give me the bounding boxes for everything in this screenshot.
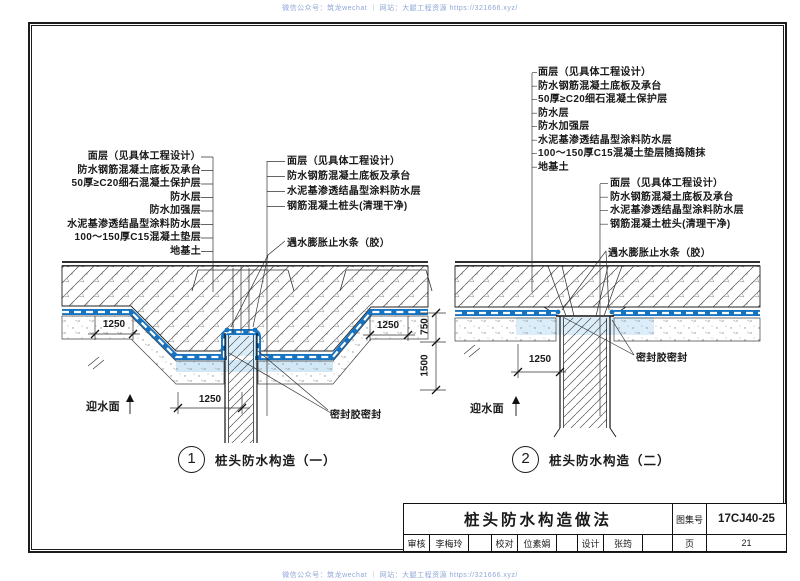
page-label: 页 — [673, 535, 707, 551]
detail2-number-bubble: 2 — [512, 446, 539, 473]
detail2-drawing — [454, 72, 761, 438]
page-number: 21 — [741, 538, 752, 548]
detail2-waterstop-label: 遇水膨胀止水条（胶） — [608, 248, 711, 259]
watermark-bottom: 微信公众号：筑龙wechat ｜ 网站：大腿工程资源 https://32166… — [282, 572, 518, 579]
layer-label: 面层（见具体工程设计） — [538, 67, 652, 78]
layer-label: 防水钢筋混凝土底板及承台 — [287, 171, 411, 182]
empty-cell — [557, 535, 578, 551]
layer-label: 水泥基渗透结晶型涂料防水层 — [287, 186, 421, 197]
layer-label: 防水加强层 — [538, 121, 590, 132]
layer-label: 防水层 — [538, 107, 569, 119]
detail2-pile — [564, 318, 607, 428]
layer-label: 钢筋混凝土桩头(清理干净) — [287, 201, 408, 212]
review-name: 李梅玲 — [430, 535, 469, 551]
review-label: 审核 — [404, 535, 430, 551]
title-block-row2: 审核 李梅玲 校对 位素娟 设计 张筠 页 21 — [404, 534, 786, 551]
dim-1250: 1250 — [528, 354, 552, 365]
layer-label: 水泥基渗透结晶型涂料防水层 — [538, 134, 672, 146]
detail2-layer-label-list: 面层（见具体工程设计） 防水钢筋混凝土底板及承台 50厚≥C20细石混凝土保护层… — [538, 66, 706, 174]
layer-label: 钢筋混凝土桩头(清理干净) — [610, 218, 731, 230]
detail1-caption: 1 桩头防水构造（一） — [178, 446, 337, 473]
detail1-pile-label-list: 面层（见具体工程设计） 防水钢筋混凝土底板及承台 水泥基渗透结晶型涂料防水层 钢… — [287, 154, 421, 214]
layer-label: 50厚≥C20细石混凝土保护层 — [71, 178, 201, 189]
design-name: 张筠 — [604, 535, 643, 551]
detail1-number-bubble: 1 — [178, 446, 205, 473]
detail2-waterstop-right — [609, 309, 615, 315]
watermark-top: 微信公众号：筑龙wechat ｜ 网站：大腿工程资源 https://32166… — [282, 5, 518, 12]
detail1-caption-title: 桩头防水构造（一） — [215, 454, 337, 468]
detail1-waterstop-label: 遇水膨胀止水条（胶） — [287, 238, 390, 249]
title-block: 桩头防水构造做法 图集号 17CJ40-25 审核 李梅玲 校对 位素娟 设计 … — [403, 503, 787, 552]
layer-label: 面层（见具体工程设计） — [287, 156, 401, 167]
layer-label: 地基土 — [170, 245, 201, 257]
detail2-pile-label-list: 面层（见具体工程设计） 防水钢筋混凝土底板及承台 水泥基渗透结晶型涂料防水层 钢… — [610, 177, 744, 231]
design-label: 设计 — [578, 535, 604, 551]
layer-label: 防水层 — [170, 191, 201, 203]
proof-name: 位素娟 — [518, 535, 557, 551]
detail2-water-face-label: 迎水面 — [470, 403, 504, 415]
layer-label: 防水钢筋混凝土底板及承台 — [77, 164, 201, 176]
sheet-title: 桩头防水构造做法 — [463, 512, 612, 529]
detail1-pile — [229, 336, 253, 443]
layer-label: 地基土 — [538, 161, 569, 173]
empty-cell — [643, 535, 673, 551]
layer-label: 面层（见具体工程设计） — [610, 178, 724, 189]
layer-label: 水泥基渗透结晶型涂料防水层 — [67, 218, 201, 230]
detail2-sealant-label: 密封胶密封 — [636, 353, 688, 364]
dim-750: 750 — [419, 318, 431, 335]
empty-cell — [469, 535, 492, 551]
detail1-waterstop-left — [224, 327, 230, 333]
dim-1250: 1250 — [376, 320, 400, 331]
detail1-drawing — [61, 156, 446, 443]
detail1-sealant-label: 密封胶密封 — [330, 410, 382, 421]
layer-label: 水泥基渗透结晶型涂料防水层 — [610, 205, 744, 216]
dim-1500: 1500 — [419, 354, 431, 377]
detail2-waterstop-left — [555, 309, 561, 315]
atlas-number-value: 17CJ40-25 — [706, 504, 786, 534]
detail1-waterstop-right — [252, 327, 258, 333]
detail1-water-face-label: 迎水面 — [86, 401, 120, 413]
layer-label: 防水加强层 — [149, 205, 201, 216]
layer-label: 100～150厚C15混凝土垫层 — [74, 232, 201, 243]
detail2-caption-title: 桩头防水构造（二） — [549, 454, 671, 468]
detail1-layer-label-list: 面层（见具体工程设计） 防水钢筋混凝土底板及承台 50厚≥C20细石混凝土保护层… — [55, 150, 201, 258]
layer-label: 面层（见具体工程设计） — [87, 151, 201, 162]
dim-1250: 1250 — [102, 319, 126, 330]
dim-1250: 1250 — [198, 394, 222, 405]
layer-label: 防水钢筋混凝土底板及承台 — [610, 191, 734, 203]
title-block-row1: 桩头防水构造做法 图集号 17CJ40-25 — [404, 504, 786, 534]
layer-label: 50厚≥C20细石混凝土保护层 — [538, 94, 668, 105]
layer-label: 100～150厚C15混凝土垫层随捣随抹 — [538, 148, 706, 159]
detail2-caption: 2 桩头防水构造（二） — [512, 446, 671, 473]
proof-label: 校对 — [492, 535, 518, 551]
atlas-number-label: 图集号 — [672, 504, 706, 534]
layer-label: 防水钢筋混凝土底板及承台 — [538, 80, 662, 92]
